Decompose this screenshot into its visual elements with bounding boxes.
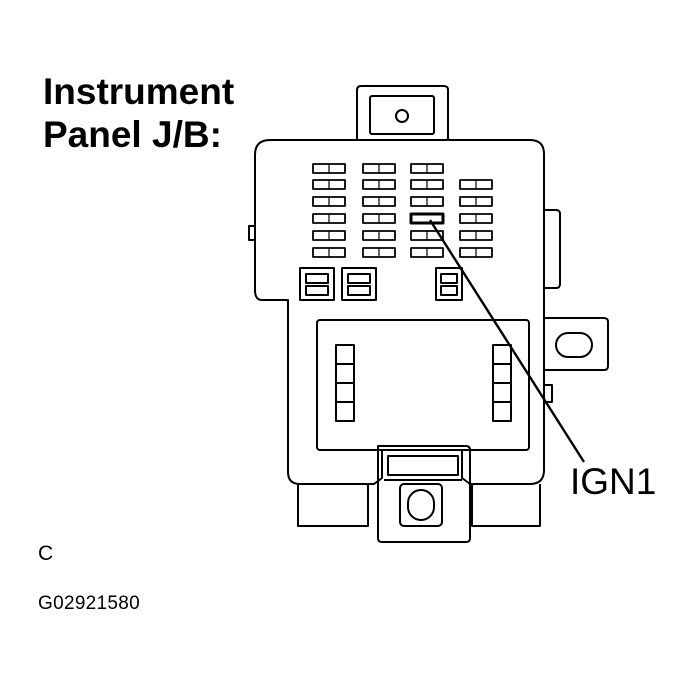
diagram-title: Instrument Panel J/B: xyxy=(43,70,234,156)
housing-outline xyxy=(254,139,545,485)
fuse-grid xyxy=(312,163,493,258)
right-side-clip xyxy=(544,384,553,403)
bottom-connector xyxy=(377,445,471,543)
left-side-clip xyxy=(248,225,255,241)
view-letter: C xyxy=(38,542,54,565)
ign1-callout-label: IGN1 xyxy=(570,461,657,502)
top-mounting-tab xyxy=(356,85,449,140)
relay-socket xyxy=(435,267,463,301)
title-line-1: Instrument xyxy=(43,71,235,112)
ign1-leader-line xyxy=(428,219,586,463)
relay-socket xyxy=(299,267,335,301)
ign1-fuse xyxy=(409,212,445,225)
title-line-2: Panel J/B: xyxy=(43,114,222,155)
relay-socket xyxy=(341,267,377,301)
relay-sockets xyxy=(299,267,463,301)
right-side-bracket xyxy=(544,209,609,371)
bottom-feet xyxy=(297,484,541,527)
lower-connector-cavity xyxy=(316,319,530,451)
figure-id: G02921580 xyxy=(38,593,141,614)
